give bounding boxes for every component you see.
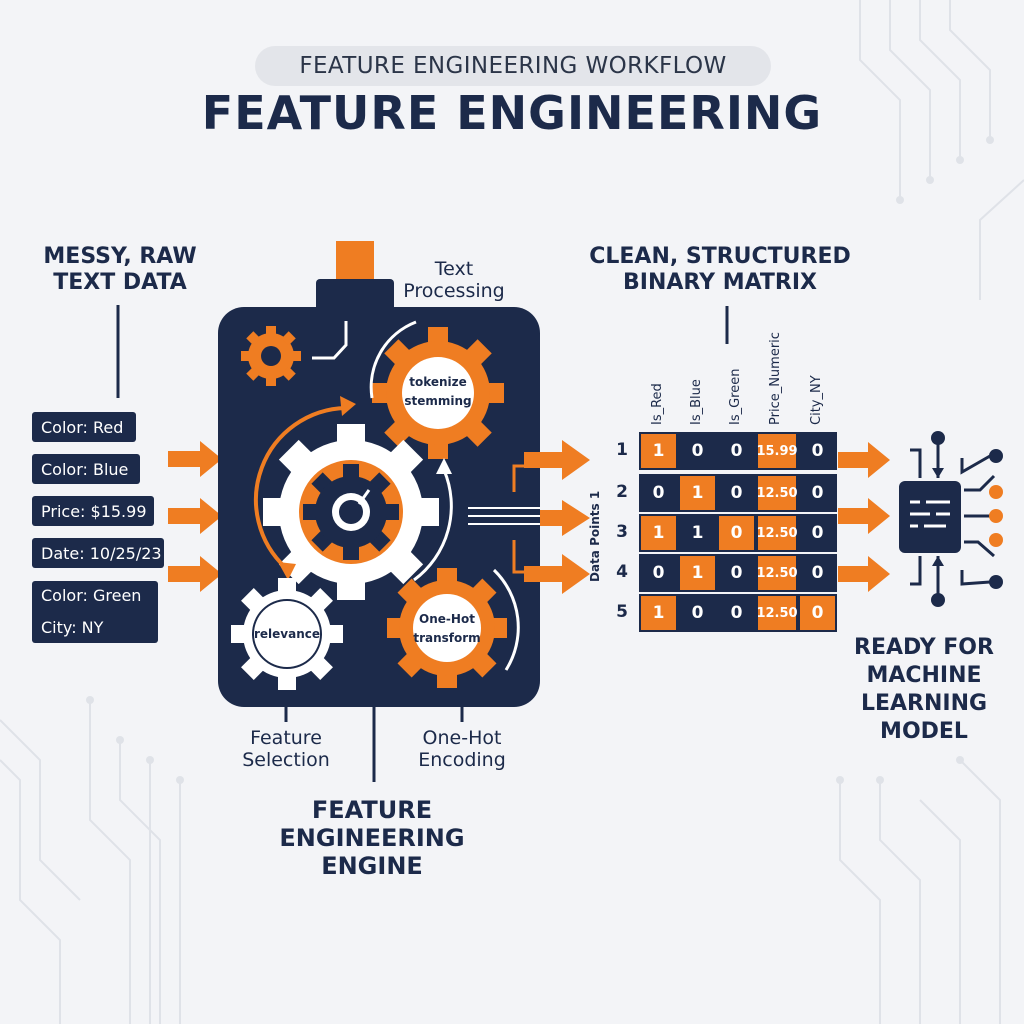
- raw-data-heading: MESSY, RAW TEXT DATA: [20, 244, 220, 296]
- engine-neck: [316, 279, 394, 313]
- column-header: Is_Green: [727, 368, 743, 425]
- matrix-cell: 1: [678, 474, 717, 512]
- text-processing-label: Text Processing: [403, 258, 505, 302]
- onehot-encoding-label: One-Hot Encoding: [418, 727, 506, 771]
- matrix-row-index: 5: [616, 602, 628, 622]
- engine-title: FEATURE ENGINEERING ENGINE: [279, 796, 465, 880]
- ml-model-label: READY FOR MACHINE LEARNING MODEL: [854, 635, 994, 744]
- matrix-cell: 0: [717, 514, 756, 552]
- matrix-row-index: 4: [616, 562, 628, 582]
- output-arrows: [512, 440, 590, 594]
- matrix-cell: 0: [798, 432, 837, 470]
- matrix-cell: 1: [639, 432, 678, 470]
- raw-heading-line1: MESSY, RAW: [43, 244, 197, 269]
- matrix-row-index: 3: [616, 522, 628, 542]
- matrix-cell: 0: [717, 594, 756, 632]
- matrix-cell: 0: [678, 594, 717, 632]
- input-arrows: [168, 441, 222, 592]
- column-header: Is_Blue: [688, 379, 704, 425]
- matrix-cell: 0: [639, 554, 678, 592]
- matrix-cell: 0: [639, 474, 678, 512]
- matrix-cell: 15.99: [756, 432, 798, 470]
- matrix-row-index: 2: [616, 482, 628, 502]
- matrix-cell: 1: [639, 514, 678, 552]
- relevance-gear-label: relevance: [253, 627, 321, 641]
- matrix-cell: 12.50: [756, 594, 798, 632]
- relevance-gear-icon: [231, 578, 343, 690]
- column-header: City_NY: [808, 375, 824, 425]
- workflow-label: FEATURE ENGINEERING WORKFLOW: [299, 53, 727, 79]
- ml-model-chip-icon: [899, 431, 1003, 607]
- matrix-cell: 0: [678, 432, 717, 470]
- small-gear-icon: [241, 326, 301, 386]
- input-arrow-2: [168, 498, 222, 534]
- matrix-y-axis-label: Data Points 1: [588, 490, 602, 582]
- workflow-label-pill: FEATURE ENGINEERING WORKFLOW: [255, 46, 771, 86]
- matrix-cell: 1: [678, 514, 717, 552]
- raw-item-color-blue: Color: Blue: [32, 454, 140, 484]
- column-header: Price_Numeric: [768, 332, 783, 425]
- matrix-row-index: 1: [616, 440, 628, 460]
- matrix-cell: 0: [798, 514, 837, 552]
- matrix-cell: 0: [798, 594, 837, 632]
- page-title: FEATURE ENGINEERING: [201, 86, 823, 140]
- raw-item-city: City: NY: [41, 617, 104, 637]
- tokenize-gear-icon: [372, 327, 504, 459]
- matrix-cell: 12.50: [756, 474, 798, 512]
- input-arrow-3: [168, 556, 222, 592]
- raw-item-date: Date: 10/25/23: [32, 538, 164, 568]
- matrix-cell: 0: [798, 554, 837, 592]
- column-header: Is_Red: [649, 383, 665, 425]
- model-arrows: [838, 442, 890, 592]
- raw-item-color-red: Color: Red: [32, 412, 136, 442]
- matrix-cell: 0: [717, 474, 756, 512]
- matrix-cell: 1: [678, 554, 717, 592]
- raw-item-color-green: Color: Green: [32, 581, 158, 643]
- engine-top-cap: [336, 241, 374, 281]
- tokenize-gear-label: tokenize stemming: [404, 375, 472, 408]
- matrix-cell: 0: [717, 432, 756, 470]
- matrix-cell: 12.50: [756, 554, 798, 592]
- central-gear-icon: [263, 424, 439, 600]
- raw-heading-line2: TEXT DATA: [53, 270, 187, 295]
- matrix-cell: 0: [717, 554, 756, 592]
- matrix-cell: 1: [639, 594, 678, 632]
- input-arrow-1: [168, 441, 222, 477]
- matrix-heading: CLEAN, STRUCTURED BINARY MATRIX: [589, 244, 851, 295]
- onehot-gear-label: One-Hot transform: [413, 612, 481, 645]
- onehot-gear-icon: [387, 568, 507, 688]
- raw-item-price: Price: $15.99: [32, 496, 154, 526]
- matrix-cell: 0: [798, 474, 837, 512]
- matrix-cell: 12.50: [756, 514, 798, 552]
- feature-selection-label: Feature Selection: [242, 727, 330, 771]
